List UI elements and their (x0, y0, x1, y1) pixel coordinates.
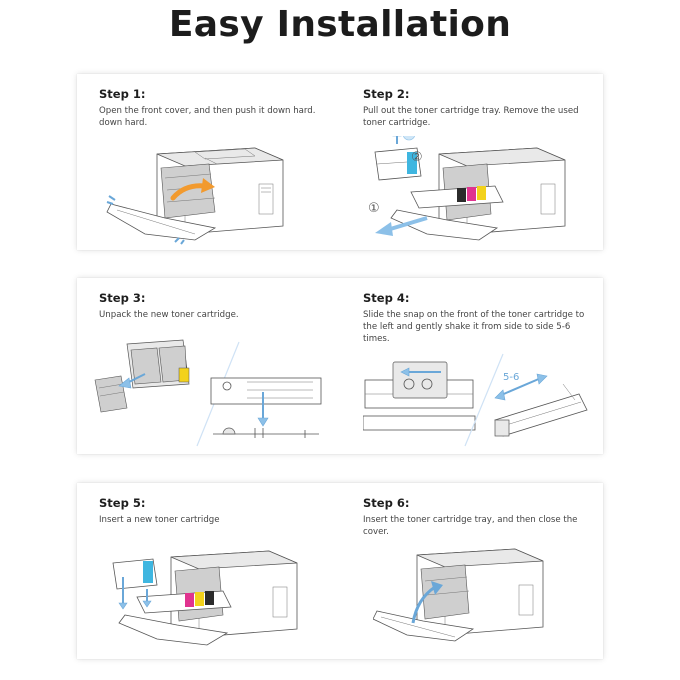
step-4: Step 4: Slide the snap on the front of t… (363, 291, 603, 345)
step-1-description: Open the front cover, and then push it d… (99, 106, 316, 128)
step-1-title: Step 1: (99, 87, 146, 101)
step-3-description: Unpack the new toner cartridge. (99, 310, 239, 320)
steps-panel-3: Step 5: Insert a new toner cartridge Ste… (77, 483, 603, 659)
step-6-description: Insert the toner cartridge tray, and the… (363, 515, 578, 537)
step-4-illustration (363, 350, 593, 450)
steps-panel-2: Step 3: Unpack the new toner cartridge. … (77, 278, 603, 454)
step-5-title: Step 5: (99, 496, 146, 510)
step-6-illustration (373, 541, 573, 651)
steps-panel-1: Step 1: Open the front cover, and then p… (77, 74, 603, 250)
step-3-illustration (87, 334, 337, 450)
step-6-title: Step 6: (363, 496, 410, 510)
step-3-title: Step 3: (99, 291, 146, 305)
step-5-description: Insert a new toner cartridge (99, 515, 220, 525)
step-2-callout-2: ② (411, 150, 423, 165)
step-2-title: Step 2: (363, 87, 410, 101)
step-5: Step 5: Insert a new toner cartridge (99, 496, 339, 526)
step-2: Step 2: Pull out the toner cartridge tra… (363, 87, 603, 129)
step-3: Step 3: Unpack the new toner cartridge. (99, 291, 339, 321)
step-2-illustration (367, 136, 587, 246)
step-4-shake-label: 5-6 (503, 372, 520, 383)
step-1-illustration (105, 138, 305, 248)
page-title: Easy Installation (168, 4, 512, 45)
step-2-description: Pull out the toner cartridge tray. Remov… (363, 106, 579, 128)
step-6: Step 6: Insert the toner cartridge tray,… (363, 496, 603, 538)
step-4-description: Slide the snap on the front of the toner… (363, 310, 585, 344)
step-5-illustration (107, 543, 307, 653)
step-4-title: Step 4: (363, 291, 410, 305)
step-2-callout-1: ① (368, 201, 380, 216)
step-1: Step 1: Open the front cover, and then p… (99, 87, 339, 129)
